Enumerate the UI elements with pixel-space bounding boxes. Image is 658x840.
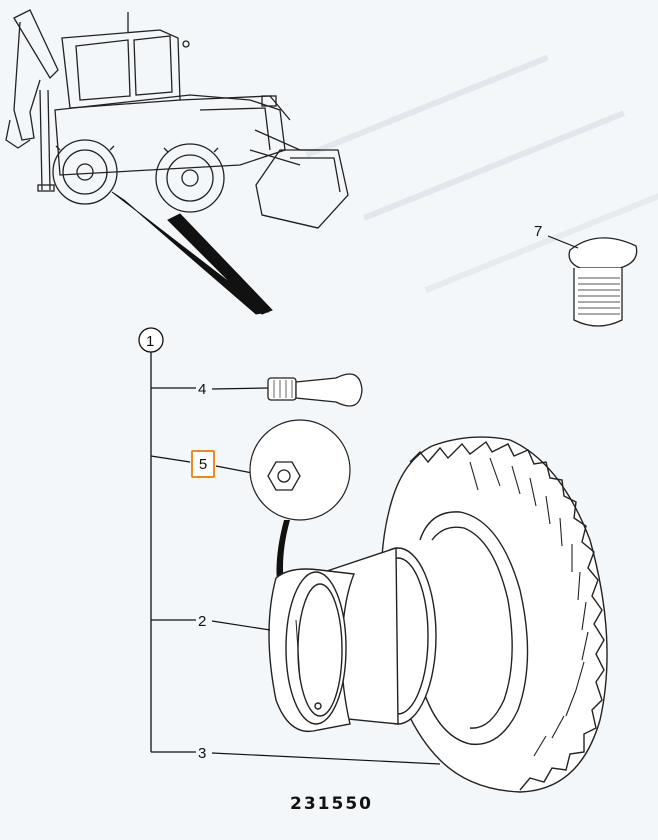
callout-4: 4 (198, 381, 206, 398)
callout-1: 1 (146, 333, 154, 350)
figure-reference-number: 231550 (290, 794, 373, 814)
wheel-rim-part (268, 547, 437, 732)
backhoe-loader-illustration (5, 9, 349, 229)
tyre-part (380, 436, 608, 793)
leader-line-7 (547, 235, 579, 249)
callout-5: 5 (198, 455, 208, 473)
callout-3: 3 (198, 745, 206, 762)
valve-cap-part (568, 237, 638, 327)
leader-line-5-bracket (150, 455, 191, 463)
valve-stem-part (267, 373, 363, 407)
hex-nut-part (267, 461, 301, 491)
detail-circle (249, 419, 351, 521)
callout-7: 7 (534, 223, 542, 240)
callout-2: 2 (198, 613, 206, 630)
watermark (305, 54, 658, 293)
pointer-wedge (111, 191, 273, 315)
callout-5-highlight[interactable]: 5 (191, 450, 215, 478)
